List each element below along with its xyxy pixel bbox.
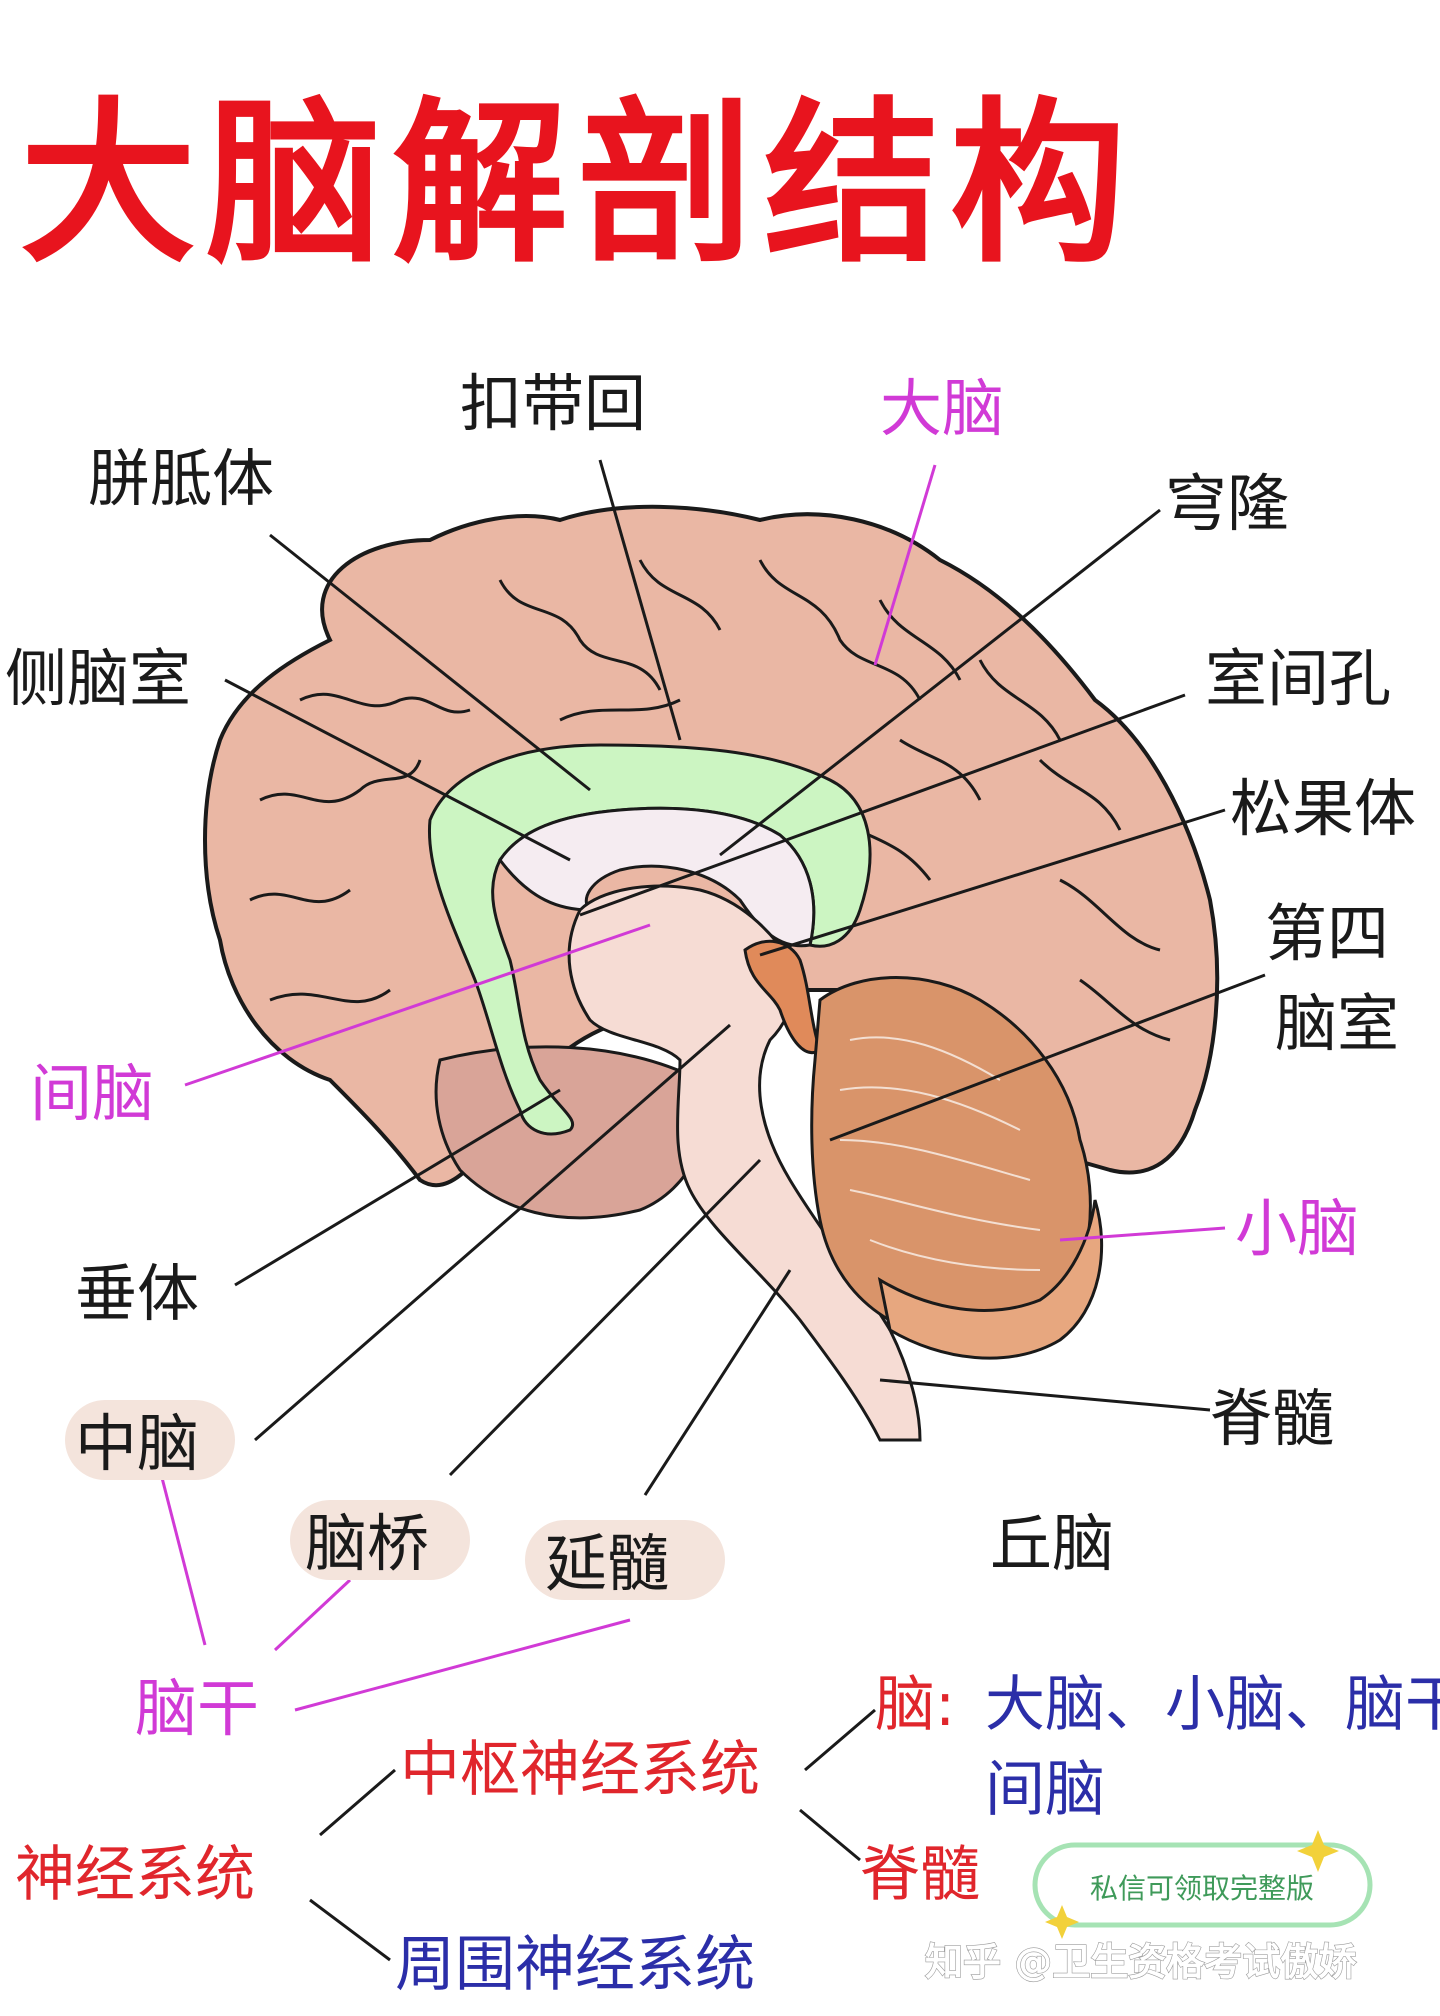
badge-text: 私信可领取完整版 xyxy=(1090,1872,1314,1905)
gyri-lines xyxy=(249,559,1171,1042)
label-fourth-ventricle-2: 脑室 xyxy=(1275,987,1399,1060)
tree-peripheral-nervous-system: 周围神经系统 xyxy=(395,1930,755,2000)
cerebellum-folia xyxy=(839,1036,1041,1271)
label-pineal-body: 松果体 xyxy=(1230,772,1416,845)
tree-nervous-system: 神经系统 xyxy=(15,1840,255,1910)
label-fourth-ventricle-1: 第四 xyxy=(1265,897,1389,970)
get-full-version-badge[interactable]: 私信可领取完整版 xyxy=(1032,1830,1373,1939)
watermark: 知乎 @卫生资格考试傲娇 xyxy=(925,1940,1357,1984)
label-diencephalon: 间脑 xyxy=(30,1057,154,1130)
label-lateral-ventricle: 侧脑室 xyxy=(5,642,191,715)
tree-lines xyxy=(309,1708,876,1962)
page-title: 大脑解剖结构 xyxy=(20,82,1136,287)
label-highlights xyxy=(65,1400,725,1600)
tree-brain: 脑: xyxy=(875,1670,955,1740)
label-interventricular-foramen: 室间孔 xyxy=(1205,642,1391,715)
label-pituitary: 垂体 xyxy=(75,1257,199,1330)
label-pons: 脑桥 xyxy=(305,1507,429,1580)
tree-brain-parts-line2: 间脑 xyxy=(985,1755,1105,1825)
sparkle-icon xyxy=(1045,1905,1079,1939)
label-corpus-callosum: 胼胝体 xyxy=(88,442,274,515)
label-midbrain: 中脑 xyxy=(75,1407,199,1480)
label-brainstem: 脑干 xyxy=(135,1672,259,1745)
leader-lines xyxy=(224,459,1266,1496)
temporal-lobe-shape xyxy=(434,1045,708,1220)
tree-central-nervous-system: 中枢神经系统 xyxy=(400,1735,760,1805)
label-medulla: 延髓 xyxy=(545,1527,669,1600)
label-fornix: 穹隆 xyxy=(1165,467,1289,540)
sparkle-icon xyxy=(1297,1830,1339,1872)
tree-spinal-cord: 脊髓 xyxy=(860,1840,980,1910)
label-cerebellum: 小脑 xyxy=(1235,1192,1359,1265)
label-cerebrum: 大脑 xyxy=(880,372,1004,445)
label-spinal-cord: 脊髓 xyxy=(1210,1382,1334,1455)
label-cingulate-gyrus: 扣带回 xyxy=(460,367,646,440)
label-thalamus: 丘脑 xyxy=(990,1507,1114,1580)
tree-brain-parts-line1: 大脑、小脑、脑干 xyxy=(985,1670,1440,1740)
cerebellum-lower-shape xyxy=(877,1199,1104,1360)
brain-illustration xyxy=(203,504,1220,1442)
leader-lines-purple xyxy=(158,464,1226,1712)
